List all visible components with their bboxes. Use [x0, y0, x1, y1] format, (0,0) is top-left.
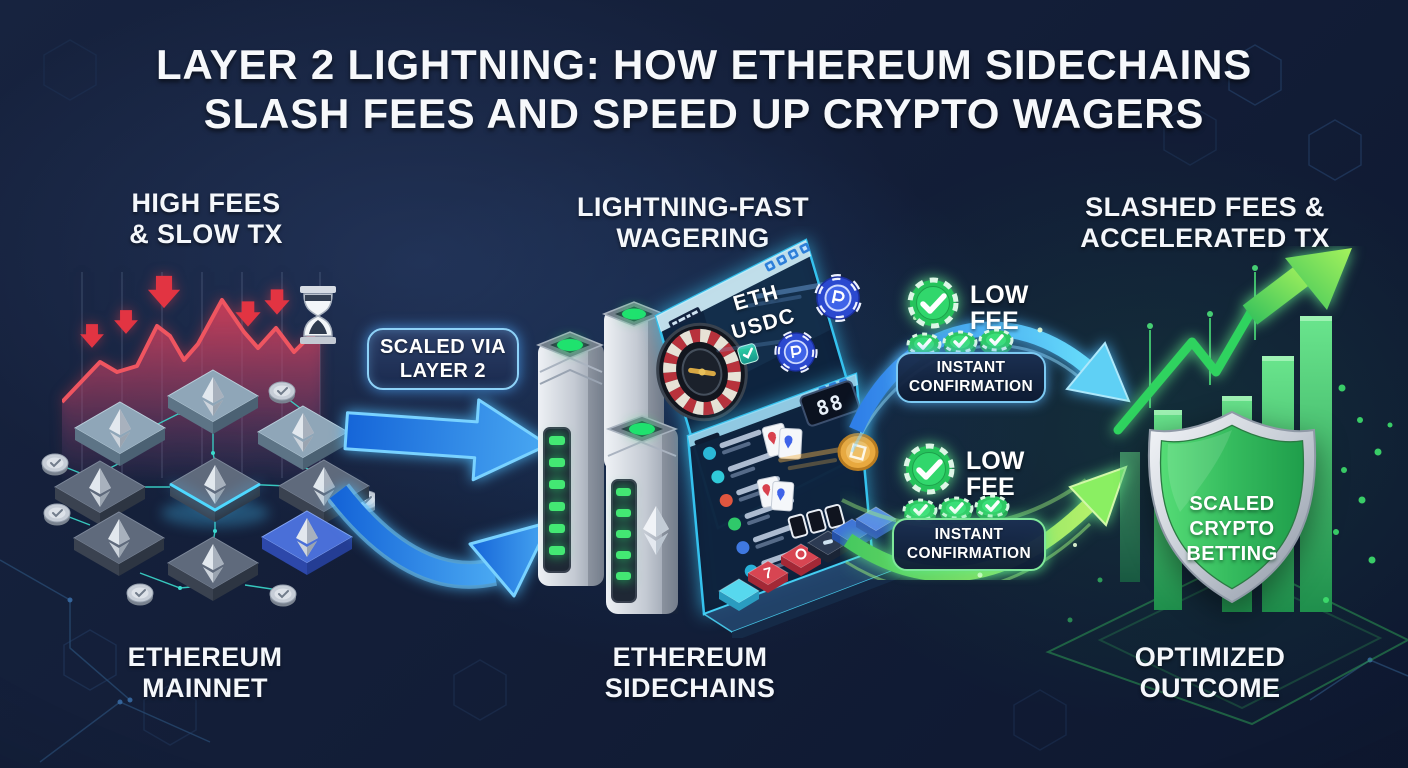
server-tower	[536, 331, 604, 586]
coin-icon	[268, 381, 296, 405]
server-led-panel	[611, 479, 637, 603]
coin-icon	[41, 453, 69, 477]
title-line-2: SLASH FEES AND SPEED UP CRYPTO WAGERS	[203, 90, 1205, 138]
instant-confirmation-badge: INSTANT CONFIRMATION	[892, 518, 1046, 571]
ethereum-mainnet-network	[41, 369, 375, 608]
eth-chip	[74, 401, 166, 467]
hourglass-icon	[300, 286, 336, 344]
eth-chip	[73, 511, 165, 577]
eth-chip	[167, 369, 259, 435]
title-line-1: LAYER 2 LIGHTNING: HOW ETHEREUM SIDECHAI…	[155, 41, 1253, 88]
heading-mainnet: HIGH FEES & SLOW TX	[129, 188, 283, 250]
coin-icon	[269, 584, 297, 608]
eth-chip	[167, 536, 259, 602]
label-optimized-outcome: OPTIMIZED OUTCOME	[1134, 642, 1286, 704]
label-ethereum-sidechains: ETHEREUM SIDECHAINS	[604, 642, 776, 704]
server-status-light	[557, 339, 583, 351]
shield-label: SCALED CRYPTO BETTING	[1186, 493, 1278, 565]
low-fee-chip-icon	[907, 277, 959, 329]
fee-down-arrows	[80, 275, 290, 348]
instant-confirmation-badge: INSTANT CONFIRMATION	[896, 352, 1046, 403]
page-title: LAYER 2 LIGHTNING: HOW ETHEREUM SIDECHAI…	[0, 40, 1408, 138]
coin-icon	[126, 583, 154, 607]
label-ethereum-mainnet: ETHEREUM MAINNET	[127, 642, 283, 704]
coin-icon	[43, 503, 71, 527]
scaled-via-layer2-badge: SCALED VIA LAYER 2	[367, 328, 519, 390]
low-fee-chip-icon	[903, 443, 955, 495]
